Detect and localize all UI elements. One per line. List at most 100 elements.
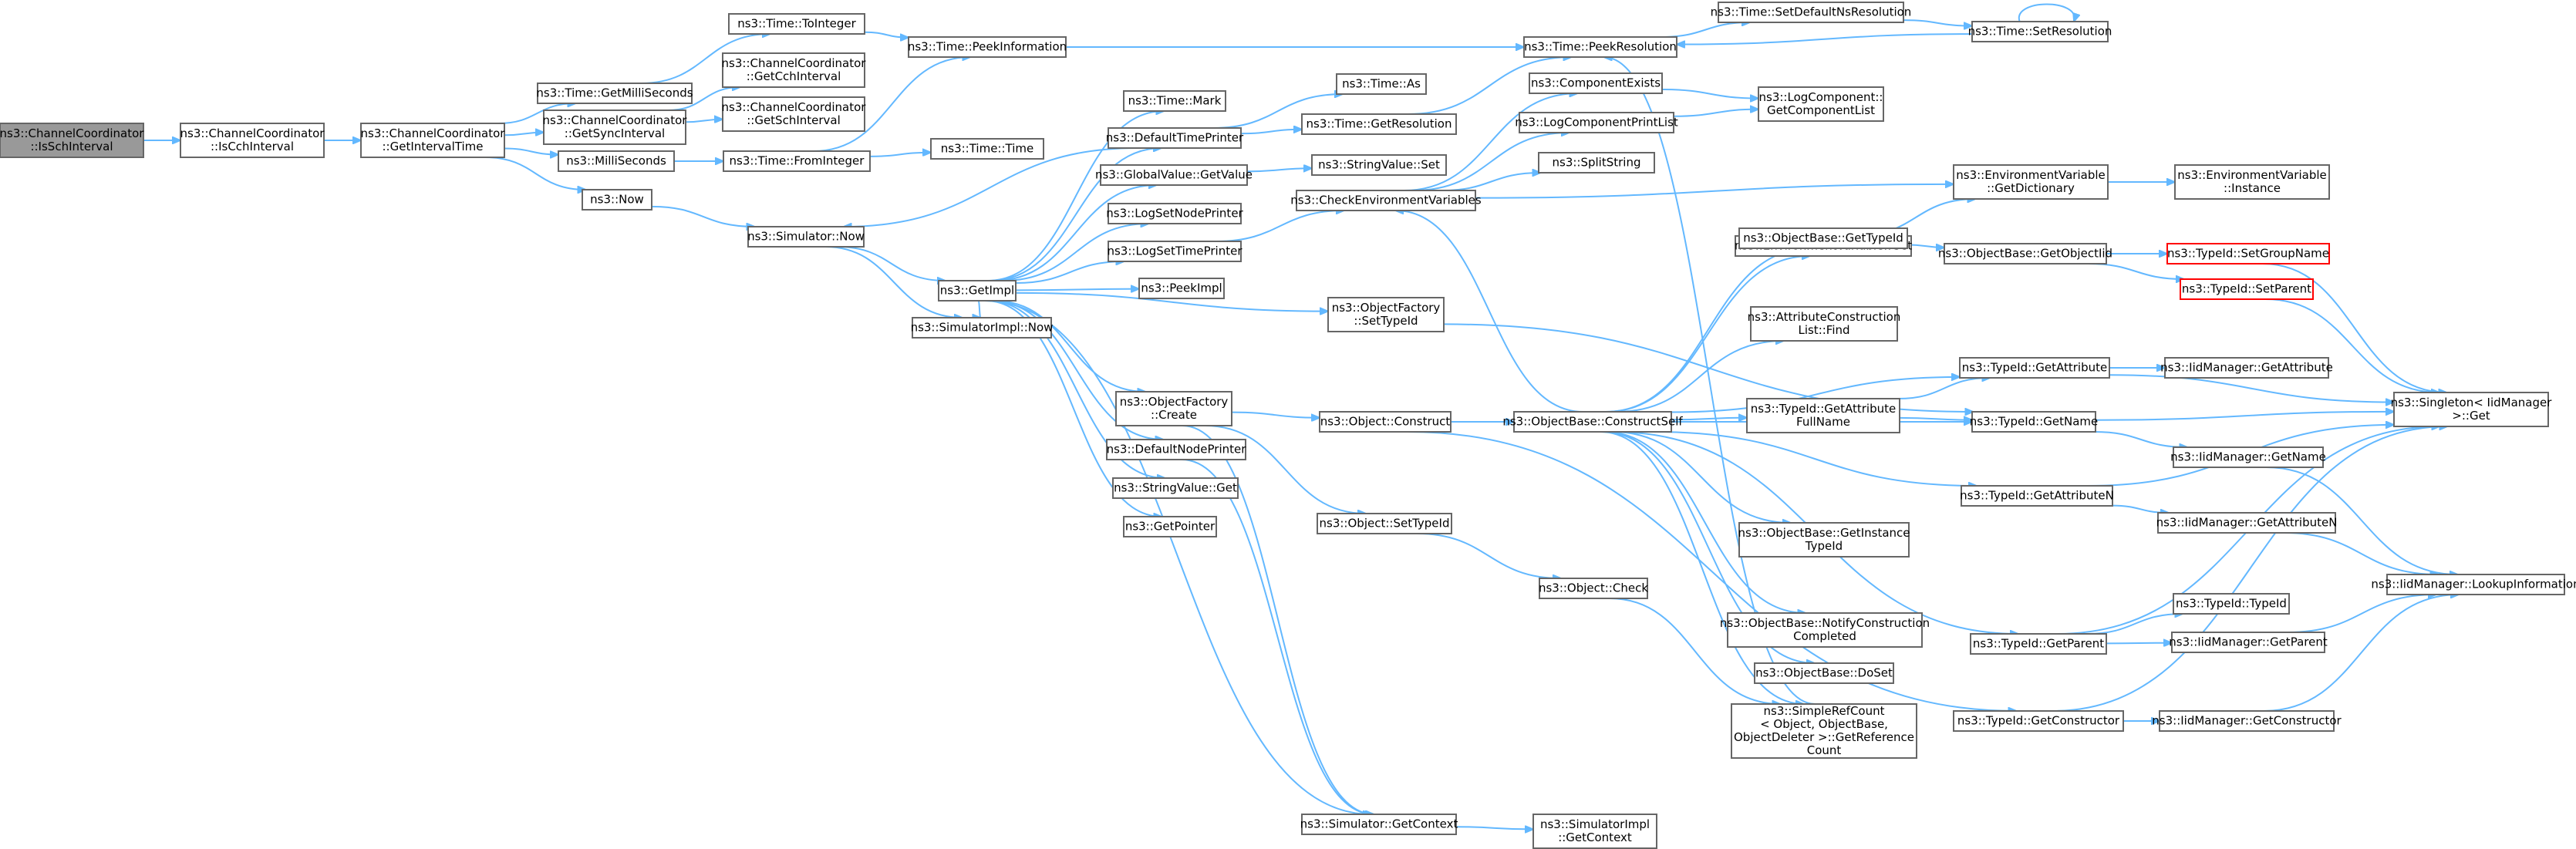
node-label: ns3::Time::GetResolution	[1307, 117, 1452, 131]
node-tidGetAttrN[interactable]: ns3::TypeId::GetAttributeN	[1960, 485, 2114, 507]
edge-iidGetCtor-to-lookup	[2263, 595, 2459, 712]
node-logTime[interactable]: ns3::LogSetTimePrinter	[1107, 241, 1242, 262]
node-getRes[interactable]: ns3::Time::GetResolution	[1301, 113, 1457, 135]
node-tidGetName[interactable]: ns3::TypeId::GetName	[1970, 411, 2098, 433]
node-timeAs[interactable]: ns3::Time::As	[1336, 73, 1427, 95]
node-box	[2171, 632, 2325, 653]
node-box	[1754, 662, 1894, 684]
node-checkEnv[interactable]: ns3::CheckEnvironmentVariables	[1290, 190, 1482, 211]
node-compExists[interactable]: ns3::ComponentExists	[1529, 72, 1663, 94]
node-lookup[interactable]: ns3::IidManager::LookupInformation	[2371, 574, 2576, 595]
node-box	[1529, 72, 1663, 94]
node-peekRes[interactable]: ns3::Time::PeekResolution	[1523, 36, 1677, 58]
node-label: ::GetCchInterval	[747, 69, 841, 83]
node-objSetTid[interactable]: ns3::Object::SetTypeId	[1317, 513, 1452, 534]
node-getSync[interactable]: ns3::ChannelCoordinator::GetSyncInterval	[543, 109, 688, 145]
node-getCompList[interactable]: ns3::LogComponent::GetComponentList	[1758, 86, 1884, 122]
node-tidSetParent[interactable]: ns3::TypeId::SetParent	[2180, 278, 2314, 300]
node-defNodePrinter[interactable]: ns3::DefaultNodePrinter	[1106, 439, 1247, 460]
node-box	[747, 226, 865, 248]
node-objCheck[interactable]: ns3::Object::Check	[1539, 578, 1648, 599]
node-envInst[interactable]: ns3::EnvironmentVariable::Instance	[2174, 164, 2330, 200]
node-obDoSet[interactable]: ns3::ObjectBase::DoSet	[1754, 662, 1894, 684]
node-objConstruct[interactable]: ns3::Object::Construct	[1319, 411, 1452, 433]
node-ofSetTid[interactable]: ns3::ObjectFactory::SetTypeId	[1327, 297, 1445, 332]
node-label: ns3::Simulator::GetContext	[1300, 817, 1458, 831]
edge-defTimePrinter-to-timeAs	[1212, 94, 1343, 129]
edge-logTime-to-checkEnv	[1216, 211, 1344, 242]
node-getInterval[interactable]: ns3::ChannelCoordinator::GetIntervalTime	[360, 123, 506, 158]
node-iidGetName[interactable]: ns3::IidManager::GetName	[2170, 446, 2326, 468]
node-label: ::GetDictionary	[1987, 181, 2075, 195]
node-getPointer[interactable]: ns3::GetPointer	[1123, 516, 1217, 537]
node-refCount[interactable]: ns3::SimpleRefCount< Object, ObjectBase,…	[1731, 703, 1917, 759]
node-label: ObjectDeleter >::GetReference	[1734, 730, 1914, 744]
node-envDict[interactable]: ns3::EnvironmentVariable::GetDictionary	[1953, 164, 2109, 200]
edge-simGetCtx-to-simImplCtx	[1455, 827, 1533, 829]
node-ofCreate[interactable]: ns3::ObjectFactory::Create	[1115, 391, 1232, 426]
node-getSch[interactable]: ns3::ChannelCoordinator::GetSchInterval	[722, 96, 867, 132]
node-simNow[interactable]: ns3::Simulator::Now	[747, 226, 865, 248]
node-iidGetAttr[interactable]: ns3::IidManager::GetAttribute	[2160, 357, 2333, 379]
node-obGetOid[interactable]: ns3::ObjectBase::GetObjectIid	[1938, 243, 2112, 264]
node-getMilli[interactable]: ns3::Time::GetMilliSeconds	[536, 83, 693, 104]
node-label: ::Create	[1151, 408, 1197, 422]
node-logCompList[interactable]: ns3::LogComponentPrintList	[1515, 112, 1678, 133]
edge-constructSelf-to-attrFind	[1616, 341, 1784, 413]
node-box	[1311, 154, 1447, 176]
node-timeTime[interactable]: ns3::Time::Time	[930, 138, 1044, 160]
node-now[interactable]: ns3::Now	[582, 189, 652, 211]
edge-peekRes-to-setDefNs	[1661, 22, 1750, 38]
node-simGetCtx[interactable]: ns3::Simulator::GetContext	[1300, 814, 1458, 835]
node-label: ::SetTypeId	[1354, 314, 1418, 328]
node-tidGetCtor[interactable]: ns3::TypeId::GetConstructor	[1953, 710, 2124, 732]
node-box	[2180, 278, 2314, 300]
edge-fromInteger-to-timeTime	[869, 153, 931, 157]
node-milli[interactable]: ns3::MilliSeconds	[558, 150, 675, 172]
node-label: ns3::IidManager::GetName	[2170, 450, 2326, 464]
node-globalGet[interactable]: ns3::GlobalValue::GetValue	[1095, 164, 1253, 186]
node-toInteger[interactable]: ns3::Time::ToInteger	[728, 13, 865, 35]
node-root[interactable]: ns3::ChannelCoordinator::IsSchInterval	[0, 123, 144, 158]
node-setRes[interactable]: ns3::Time::SetResolution	[1968, 21, 2112, 42]
node-label: ns3::Object::Check	[1539, 581, 1648, 595]
node-getCch[interactable]: ns3::ChannelCoordinator::GetCchInterval	[722, 52, 867, 88]
node-obNotify[interactable]: ns3::ObjectBase::NotifyConstructionCompl…	[1720, 612, 1930, 648]
node-splitStr[interactable]: ns3::SplitString	[1538, 152, 1655, 174]
node-logNode[interactable]: ns3::LogSetNodePrinter	[1106, 203, 1244, 224]
node-defTimePrinter[interactable]: ns3::DefaultTimePrinter	[1106, 127, 1244, 149]
edge-tidGetAttrFull-to-tidGetAttr	[1898, 378, 1990, 399]
edge-constructSelf-to-tidGetAttrN	[1652, 431, 1977, 486]
node-setDefNs[interactable]: ns3::Time::SetDefaultNsResolution	[1711, 2, 1912, 23]
edge-getImpl-to-logNode	[1003, 224, 1148, 281]
node-fromInteger[interactable]: ns3::Time::FromInteger	[723, 150, 871, 172]
node-isCch[interactable]: ns3::ChannelCoordinator::IsCchInterval	[180, 123, 325, 158]
node-simImplCtx[interactable]: ns3::SimulatorImpl::GetContext	[1532, 814, 1657, 849]
node-timeMark[interactable]: ns3::Time::Mark	[1123, 90, 1226, 112]
node-tidGetAttr[interactable]: ns3::TypeId::GetAttribute	[1959, 357, 2110, 379]
node-getImpl[interactable]: ns3::GetImpl	[938, 280, 1017, 302]
edge-tidGetName-to-iidGetName	[2094, 431, 2188, 447]
node-svGet[interactable]: ns3::StringValue::Get	[1112, 477, 1239, 499]
node-box	[1532, 814, 1657, 849]
node-peekInfo[interactable]: ns3::Time::PeekInformation	[908, 36, 1067, 58]
node-obGetTid[interactable]: ns3::ObjectBase::GetTypeId	[1738, 227, 1908, 249]
node-tidTypeId[interactable]: ns3::TypeId::TypeId	[2173, 593, 2290, 615]
node-iidGetCtor[interactable]: ns3::IidManager::GetConstructor	[2152, 710, 2342, 732]
node-singleton[interactable]: ns3::Singleton< IidManager>::Get	[2391, 392, 2553, 427]
node-iidGetParent[interactable]: ns3::IidManager::GetParent	[2169, 632, 2328, 653]
edge-setRes-to-setRes	[2018, 3, 2075, 22]
node-tidSetGroup[interactable]: ns3::TypeId::SetGroupName	[2166, 243, 2330, 264]
node-peekImpl[interactable]: ns3::PeekImpl	[1138, 278, 1225, 299]
node-svSet[interactable]: ns3::StringValue::Set	[1311, 154, 1447, 176]
node-tidGetParent[interactable]: ns3::TypeId::GetParent	[1970, 633, 2107, 655]
node-constructSelf[interactable]: ns3::ObjectBase::ConstructSelf	[1502, 411, 1683, 433]
node-label: ::GetSchInterval	[747, 113, 841, 127]
node-label: ns3::ChannelCoordinator	[722, 56, 867, 70]
node-simImplNow[interactable]: ns3::SimulatorImpl::Now	[911, 317, 1054, 339]
node-iidGetAttrN[interactable]: ns3::IidManager::GetAttributeN	[2156, 512, 2338, 534]
